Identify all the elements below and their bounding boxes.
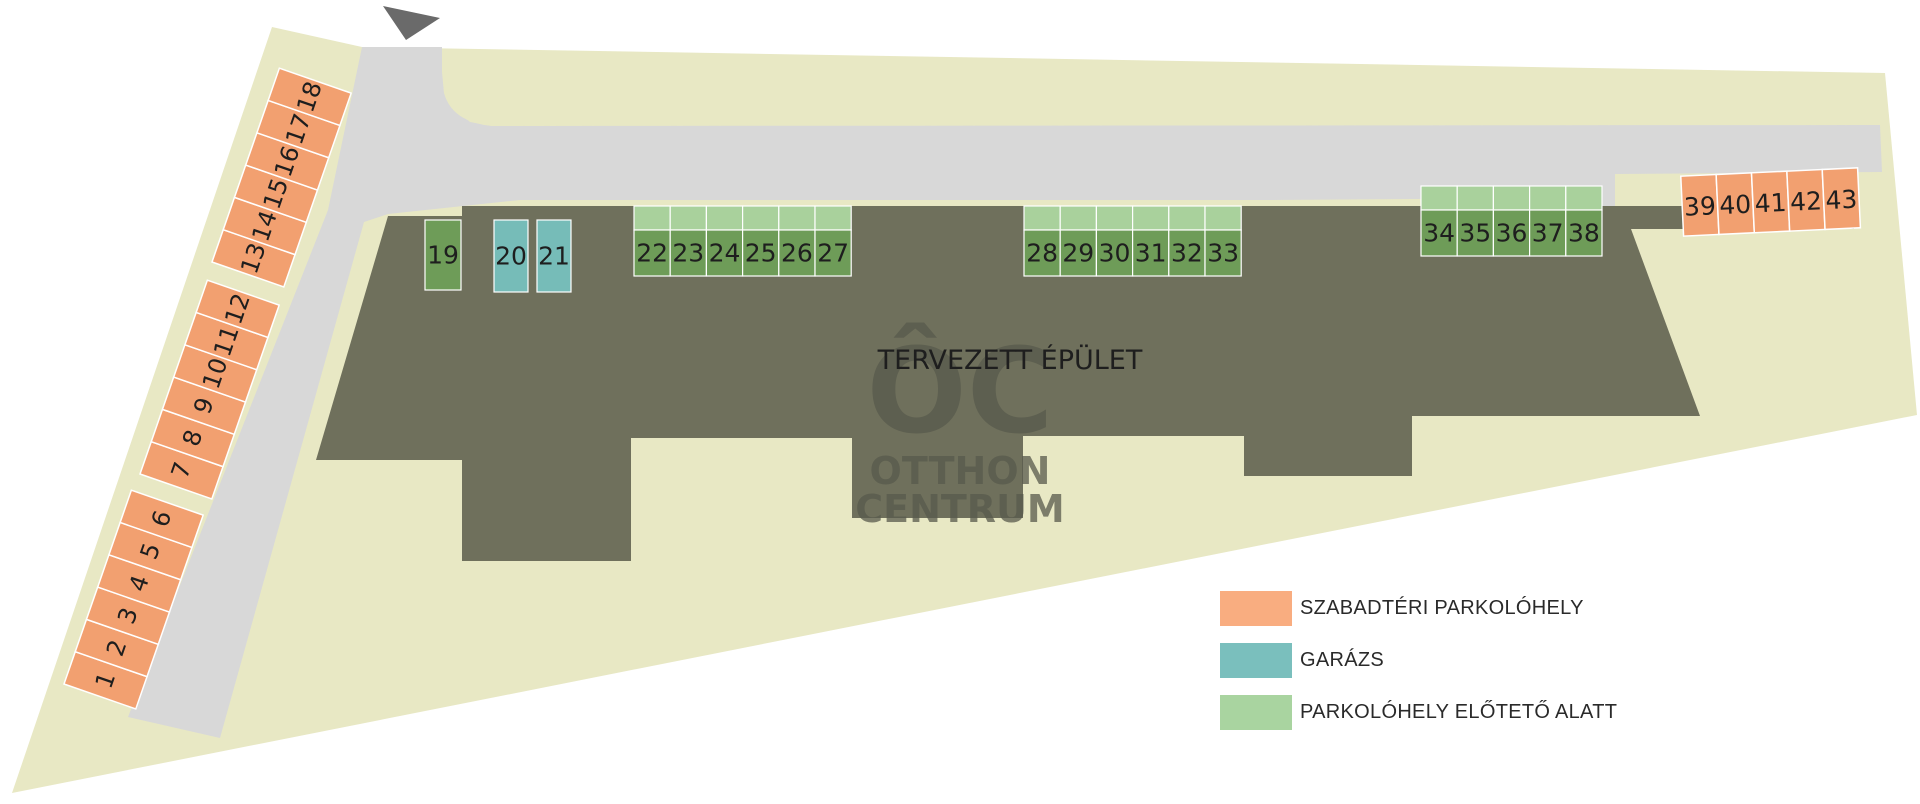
parking-number: 33 <box>1207 239 1239 268</box>
canopy-roof <box>1059 205 1097 231</box>
svg-text:ÔC: ÔC <box>867 322 1054 460</box>
covered-parking-space <box>1204 229 1242 277</box>
canopy-roof <box>1565 185 1603 211</box>
legend-swatch-covered-parking <box>1220 694 1292 730</box>
parking-number: 27 <box>817 239 849 268</box>
canopy-roof <box>1095 205 1134 231</box>
planned-building <box>316 206 1854 561</box>
parking-number: 20 <box>495 242 527 271</box>
canopy-roof <box>669 205 708 231</box>
garage-space <box>536 219 572 293</box>
parking-number: 37 <box>1532 219 1564 248</box>
parking-number: 39 <box>1683 191 1716 221</box>
parking-number: 25 <box>745 239 777 268</box>
legend-swatch-garage <box>1220 642 1292 678</box>
open-parking-space <box>195 279 281 339</box>
legend-label-garage: GARÁZS <box>1300 648 1385 671</box>
legend-item-garage: GARÁZS <box>1220 642 1617 678</box>
parking-number: 28 <box>1026 239 1058 268</box>
open-parking-space <box>1821 167 1862 231</box>
canopy-roof <box>1528 185 1567 211</box>
covered-parking-space <box>814 229 852 277</box>
parking-number: 41 <box>1754 188 1787 218</box>
parking-number: 34 <box>1423 219 1455 248</box>
parking-number: 22 <box>636 239 668 268</box>
canopy-roof <box>741 205 780 231</box>
svg-text:OTTHON: OTTHON <box>870 449 1051 493</box>
legend: SZABADTÉRI PARKOLÓHELY GARÁZS PARKOLÓHEL… <box>1220 590 1617 746</box>
parking-number: 42 <box>1789 186 1822 216</box>
parking-number: 43 <box>1825 185 1858 215</box>
canopy-roof <box>705 205 744 231</box>
canopy-roof <box>1492 185 1531 211</box>
canopy-roof <box>1168 205 1206 231</box>
covered-parking-space <box>1492 209 1531 257</box>
canopy-roof <box>1131 205 1170 231</box>
canopy-roof <box>1420 185 1458 211</box>
parking-number: 19 <box>427 241 459 270</box>
canopy-roof <box>778 205 816 231</box>
parking-number: 31 <box>1135 239 1167 268</box>
parking-number: 30 <box>1099 239 1131 268</box>
access-road <box>128 47 1882 738</box>
parking-number: 40 <box>1719 190 1752 220</box>
covered-parking-space <box>1023 229 1061 277</box>
building-label: TERVEZETT ÉPÜLET <box>877 344 1143 376</box>
open-parking-space <box>119 489 205 549</box>
covered-parking-space <box>669 229 708 277</box>
open-parking-space <box>267 67 353 127</box>
parking-number: 26 <box>781 239 813 268</box>
covered-parking-space <box>1095 229 1134 277</box>
covered-parking-space <box>1059 229 1097 277</box>
parking-number: 35 <box>1459 219 1491 248</box>
watermark: ÔC OTTHON CENTRUM <box>855 322 1065 531</box>
road-inner-corner <box>442 63 710 126</box>
legend-swatch-open-parking <box>1220 590 1292 626</box>
covered-parking-space <box>1168 229 1206 277</box>
garage-space <box>493 219 529 293</box>
legend-item-open-parking: SZABADTÉRI PARKOLÓHELY <box>1220 590 1617 626</box>
svg-text:CENTRUM: CENTRUM <box>855 487 1065 531</box>
parking-number: 38 <box>1568 219 1600 248</box>
legend-label-open-parking: SZABADTÉRI PARKOLÓHELY <box>1300 596 1584 619</box>
covered-parking-space <box>1456 209 1494 257</box>
parking-number: 24 <box>709 239 741 268</box>
parking-number: 23 <box>672 239 704 268</box>
canopy-roof <box>1456 185 1494 211</box>
canopy-roof <box>1023 205 1061 231</box>
covered-parking-space <box>1565 209 1603 257</box>
covered-parking-space <box>1528 209 1567 257</box>
covered-parking-space <box>741 229 780 277</box>
canopy-roof <box>1204 205 1242 231</box>
north-arrow-icon <box>383 6 440 40</box>
parking-number: 29 <box>1062 239 1094 268</box>
covered-parking-space <box>1131 229 1170 277</box>
legend-item-covered-parking: PARKOLÓHELY ELŐTETŐ ALATT <box>1220 694 1617 730</box>
canopy-roof <box>814 205 852 231</box>
parking-number: 21 <box>538 242 570 271</box>
covered-parking-space <box>424 219 462 291</box>
legend-label-covered-parking: PARKOLÓHELY ELŐTETŐ ALATT <box>1300 700 1618 723</box>
parking-number: 32 <box>1171 239 1203 268</box>
parking-number: 36 <box>1496 219 1528 248</box>
canopy-roof <box>633 205 671 231</box>
